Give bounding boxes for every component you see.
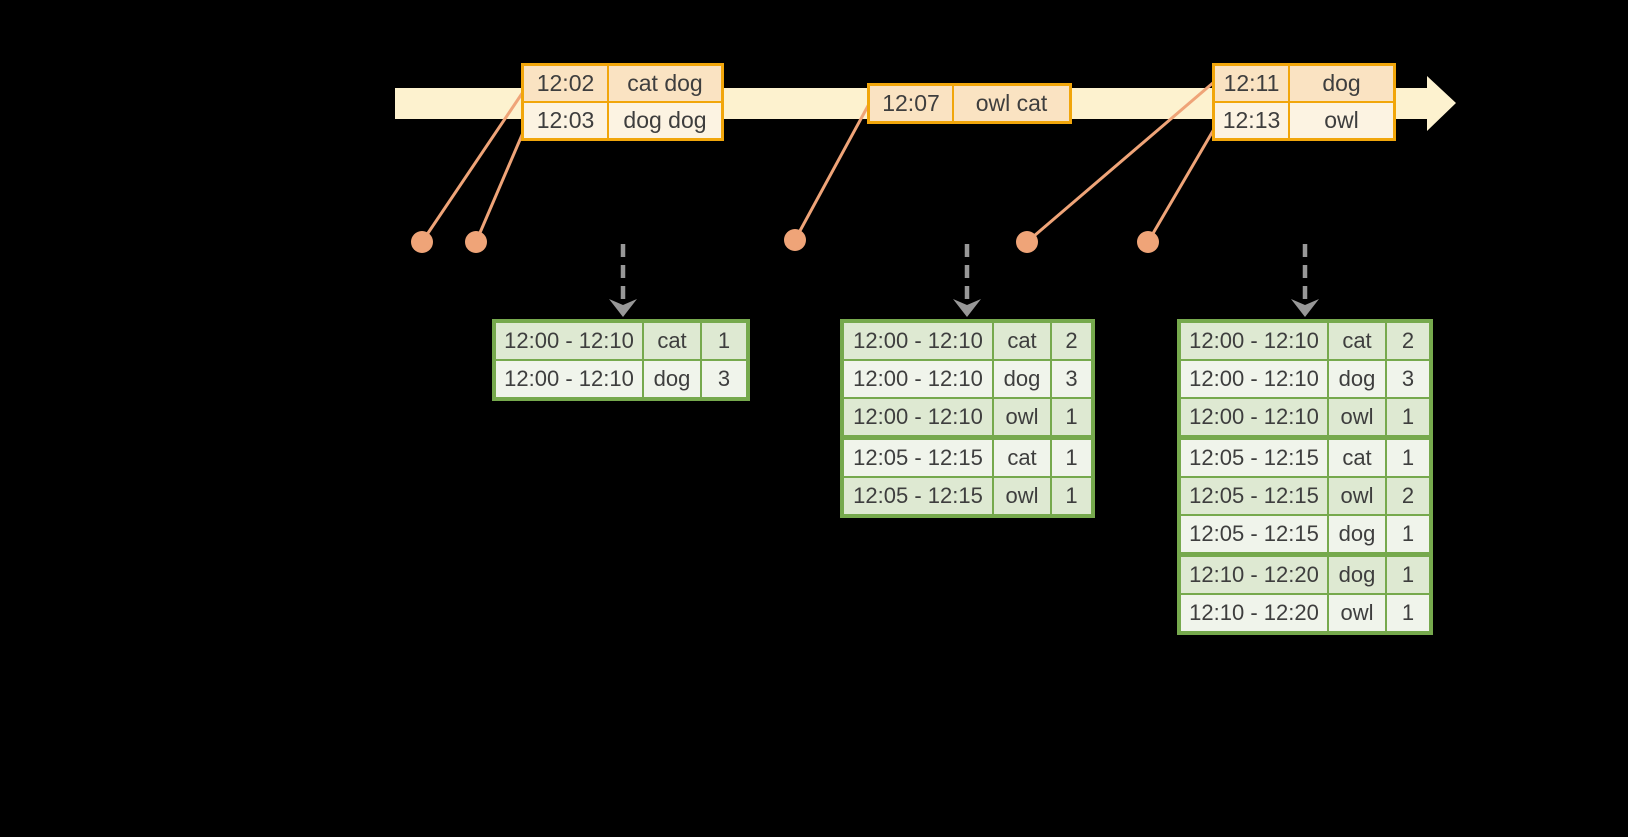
count-cell: 3 xyxy=(1052,361,1091,397)
window-cell: 12:05 - 12:15 xyxy=(844,478,992,514)
window-cell: 12:05 - 12:15 xyxy=(1181,440,1327,476)
word-cell: owl xyxy=(994,399,1050,435)
event-time-cell: 12:07 xyxy=(870,86,952,121)
dashed-down-arrow-icon xyxy=(609,244,637,317)
count-cell: 2 xyxy=(1387,323,1429,359)
window-cell: 12:05 - 12:15 xyxy=(844,440,992,476)
window-cell: 12:00 - 12:10 xyxy=(496,361,642,397)
event-words-cell: owl cat xyxy=(954,86,1069,121)
count-cell: 3 xyxy=(702,361,746,397)
word-cell: dog xyxy=(644,361,700,397)
count-cell: 1 xyxy=(1052,399,1091,435)
count-cell: 1 xyxy=(1387,557,1429,593)
count-cell: 1 xyxy=(1387,516,1429,552)
event-words-cell: owl xyxy=(1290,103,1393,138)
window-cell: 12:10 - 12:20 xyxy=(1181,557,1327,593)
window-cell: 12:05 - 12:15 xyxy=(1181,516,1327,552)
window-cell: 12:00 - 12:10 xyxy=(1181,399,1327,435)
word-cell: dog xyxy=(1329,361,1385,397)
trigger-arrows xyxy=(609,244,1319,317)
window-cell: 12:00 - 12:10 xyxy=(844,361,992,397)
event-words-cell: dog dog xyxy=(609,103,721,138)
window-cell: 12:10 - 12:20 xyxy=(1181,595,1327,631)
word-cell: owl xyxy=(994,478,1050,514)
dashed-down-arrow-icon xyxy=(1291,244,1319,317)
event-connector-line xyxy=(474,127,527,243)
event-connector-lines xyxy=(420,80,1219,244)
count-cell: 1 xyxy=(1052,478,1091,514)
window-cell: 12:00 - 12:10 xyxy=(844,323,992,359)
word-cell: owl xyxy=(1329,399,1385,435)
window-cell: 12:05 - 12:15 xyxy=(1181,478,1327,514)
event-time-cell: 12:02 xyxy=(524,66,607,101)
word-cell: cat xyxy=(1329,440,1385,476)
event-words-cell: dog xyxy=(1290,66,1393,101)
event-dot-icon xyxy=(784,229,806,251)
count-cell: 2 xyxy=(1387,478,1429,514)
window-cell: 12:00 - 12:10 xyxy=(1181,361,1327,397)
word-cell: dog xyxy=(994,361,1050,397)
count-cell: 1 xyxy=(1052,440,1091,476)
event-dot-icon xyxy=(465,231,487,253)
window-cell: 12:00 - 12:10 xyxy=(844,399,992,435)
window-cell: 12:00 - 12:10 xyxy=(496,323,642,359)
event-time-cell: 12:03 xyxy=(524,103,607,138)
count-cell: 2 xyxy=(1052,323,1091,359)
count-cell: 1 xyxy=(702,323,746,359)
event-time-cell: 12:13 xyxy=(1215,103,1288,138)
word-cell: cat xyxy=(644,323,700,359)
word-cell: cat xyxy=(994,323,1050,359)
dashed-down-arrow-icon xyxy=(953,244,981,317)
count-cell: 3 xyxy=(1387,361,1429,397)
event-dot-icon xyxy=(1016,231,1038,253)
event-time-cell: 12:11 xyxy=(1215,66,1288,101)
event-connector-line xyxy=(420,91,525,243)
word-cell: cat xyxy=(1329,323,1385,359)
word-cell: owl xyxy=(1329,478,1385,514)
event-dots xyxy=(411,229,1159,253)
event-words-cell: cat dog xyxy=(609,66,721,101)
event-dot-icon xyxy=(411,231,433,253)
word-cell: dog xyxy=(1329,516,1385,552)
event-connector-line xyxy=(793,103,871,241)
word-cell: owl xyxy=(1329,595,1385,631)
count-cell: 1 xyxy=(1387,440,1429,476)
window-cell: 12:00 - 12:10 xyxy=(1181,323,1327,359)
event-connector-line xyxy=(1146,123,1219,243)
event-dot-icon xyxy=(1137,231,1159,253)
event-connector-line xyxy=(1026,80,1215,244)
word-cell: cat xyxy=(994,440,1050,476)
count-cell: 1 xyxy=(1387,399,1429,435)
word-cell: dog xyxy=(1329,557,1385,593)
count-cell: 1 xyxy=(1387,595,1429,631)
